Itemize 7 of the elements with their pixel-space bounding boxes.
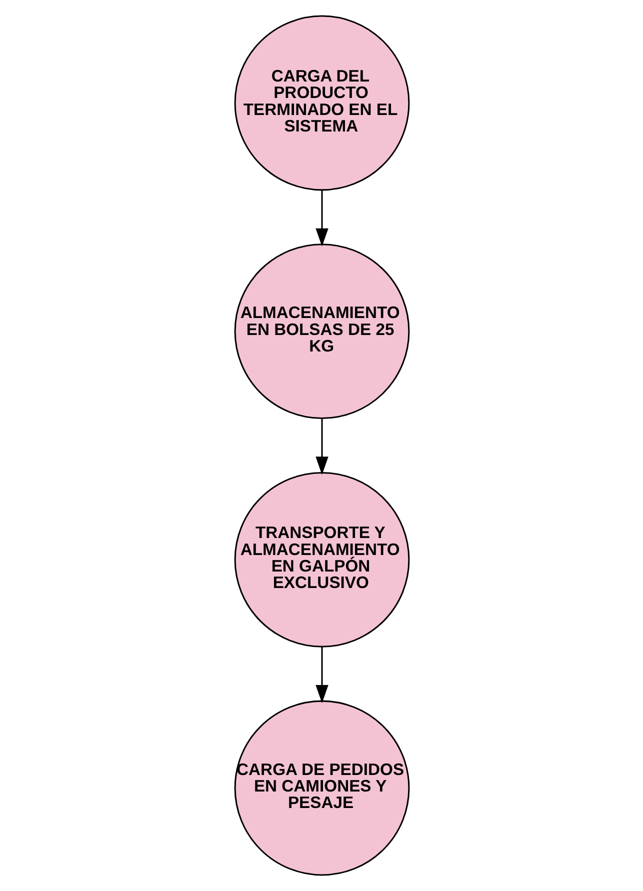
node-circle: TRANSPORTE Y ALMACENAMIENTO EN GALPÓN EXCLUSIVO (234, 472, 410, 648)
arrow (315, 418, 328, 475)
node-circle: CARGA DEL PRODUCTO TERMINADO EN EL SISTEMA (234, 15, 410, 191)
arrow (315, 190, 328, 246)
node-circle: CARGA DE PEDIDOS EN CAMIONES Y PESAJE (234, 700, 410, 876)
node-circle: ALMACENAMIENTO EN BOLSAS DE 25 KG (234, 244, 410, 420)
arrow (315, 646, 328, 704)
